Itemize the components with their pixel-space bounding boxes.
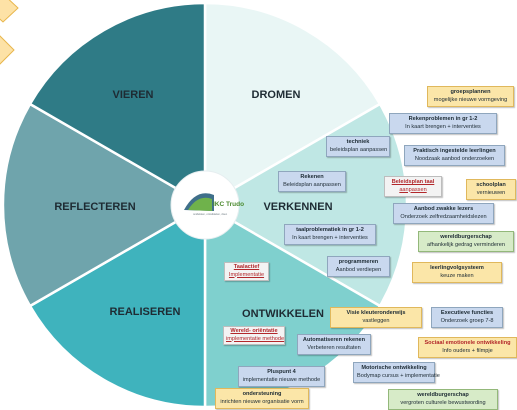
card-subtitle: vergroten culturele bewustwording: [400, 399, 486, 406]
card-subtitle: keuze maken: [440, 272, 474, 279]
card-subtitle: vernieuwen: [476, 189, 506, 196]
card-subtitle: Bodymap cursus + implementatie: [357, 372, 440, 379]
segment-reflecteren: [1, 102, 208, 308]
card-subtitle: afhankelijk gedrag verminderen: [426, 241, 506, 248]
card-subtitle: Verbeteren resultaten: [307, 344, 361, 351]
card-visie-kleuteronderwijs: Visie kleuteronderwijs vastleggen: [330, 307, 422, 329]
logo-tagline: ontdekken, ontwikkelen, doen: [193, 212, 228, 216]
card-aanbod-zwakke-lezers: Aanbod zwakke lezers Onderzoek zelfredza…: [393, 203, 494, 225]
card-title: Beleidsplan taal: [391, 179, 435, 185]
card-taalproblematiek: taalproblematiek in gr 1-2 In kaart bren…: [284, 224, 376, 246]
card-automatiseren-rekenen: Automatiseren rekenen Verbeteren resulta…: [297, 334, 371, 356]
card-subtitle: In kaart brengen + interventies: [292, 234, 368, 241]
card-title: wereldburgerschap: [440, 234, 492, 240]
card-subtitle: implementatie methode: [226, 335, 285, 342]
card-title: Visie kleuteronderwijs: [346, 310, 406, 316]
card-subtitle: aanpassen: [399, 186, 427, 193]
card-title: Rekenen: [300, 174, 324, 180]
card-subtitle: Onderzoek groep 7-8: [440, 317, 494, 324]
diamond-shape-1: [0, 0, 19, 23]
card-subtitle: Info ouders + filmpje: [442, 347, 493, 354]
card-subtitle: beleidsplan aanpassen: [330, 146, 388, 153]
card-subtitle: implementatie nieuwe methode: [242, 376, 321, 383]
card-subtitle: Aanbod verdiepen: [335, 266, 382, 273]
label-reflecteren: REFLECTEREN: [54, 201, 135, 213]
card-executieve-functies: Executieve functies Onderzoek groep 7-8: [431, 307, 503, 329]
card-wereldburgerschap-2: wereldburgerschap vergroten culturele be…: [388, 389, 498, 410]
card-subtitle: Onderzoek zelfredzaamheidslezen: [400, 213, 487, 220]
card-motorische-ontwikkeling: Motorische ontwikkeling Bodymap cursus +…: [353, 362, 440, 384]
card-title: Motorische ontwikkeling: [361, 365, 427, 371]
card-sociaal-emotionele: Sociaal emotionele ontwikkeling Info oud…: [418, 337, 517, 359]
card-title: Rekenproblemen in gr 1-2: [408, 116, 478, 122]
card-title: wereldburgerschap: [417, 392, 469, 398]
logo-name: IKC Trudo: [213, 201, 244, 208]
card-title: techniek: [346, 139, 370, 145]
card-taalactief: Taalactief Implementatie: [224, 262, 269, 282]
card-title: programmeren: [338, 259, 379, 265]
segment-vieren: [28, 1, 207, 208]
card-schoolplan: schoolplan vernieuwen: [466, 179, 516, 201]
card-title: taalproblematiek in gr 1-2: [296, 227, 364, 233]
card-rekenen: Rekenen Beleidsplan aanpassen: [278, 171, 346, 193]
card-subtitle: Beleidsplan aanpassen: [283, 181, 341, 188]
card-title: Automatiseren rekenen: [302, 337, 366, 343]
segment-realiseren: [28, 202, 207, 409]
card-title: Executieve functies: [440, 310, 494, 316]
card-wereld-orientatie: Wereld- oriëntatie implementatie methode: [223, 326, 285, 346]
card-title: Aanbod zwakke lezers: [413, 206, 474, 212]
label-verkennen: VERKENNEN: [263, 201, 332, 213]
card-subtitle: inrichten nieuwe organisatie vorm: [220, 398, 304, 405]
card-title: Wereld- oriëntatie: [230, 328, 278, 334]
card-rekenproblemen: Rekenproblemen in gr 1-2 In kaart brenge…: [389, 113, 497, 135]
label-vieren: VIEREN: [113, 89, 154, 101]
logo: IKC Trudo ontdekken, ontwikkelen, doen: [184, 193, 244, 216]
card-beleidsplan-taal: Beleidsplan taal aanpassen: [384, 176, 442, 198]
card-subtitle: mogelijke nieuwe vormgeving: [433, 96, 508, 103]
card-title: Pluspunt 4: [267, 369, 296, 375]
card-title: Praktisch ingestelde leerlingen: [413, 148, 496, 154]
card-title: ondersteuning: [242, 391, 282, 397]
card-title: groepsplannen: [450, 89, 491, 95]
card-pluspunt: Pluspunt 4 implementatie nieuwe methode: [238, 366, 325, 388]
card-subtitle: vastleggen: [362, 317, 390, 324]
card-leerlingvolgsysteem: leerlingvolgsysteem keuze maken: [412, 262, 502, 284]
card-title: Sociaal emotionele ontwikkeling: [424, 340, 511, 346]
card-subtitle: In kaart brengen + interventies: [405, 123, 481, 130]
card-subtitle: Noodzaak aanbod onderzoeken: [414, 155, 495, 162]
card-title: Taalactief: [233, 264, 260, 270]
card-ondersteuning: ondersteuning inrichten nieuwe organisat…: [215, 388, 309, 410]
card-praktisch: Praktisch ingestelde leerlingen Noodzaak…: [404, 145, 505, 167]
card-title: leerlingvolgsysteem: [430, 265, 484, 271]
card-programmeren: programmeren Aanbod verdiepen: [327, 256, 390, 278]
card-title: schoolplan: [476, 182, 506, 188]
label-realiseren: REALISEREN: [110, 306, 181, 318]
segment-dromen: [203, 1, 382, 208]
diamond-shape-2: [0, 35, 15, 65]
label-dromen: DROMEN: [252, 89, 301, 101]
card-subtitle: Implementatie: [228, 271, 265, 278]
card-groepsplannen: groepsplannen mogelijke nieuwe vormgevin…: [427, 86, 514, 108]
card-techniek: techniek beleidsplan aanpassen: [326, 136, 390, 158]
label-ontwikkelen: ONTWIKKELEN: [242, 308, 324, 320]
card-wereldburgerschap-1: wereldburgerschap afhankelijk gedrag ver…: [418, 231, 514, 253]
